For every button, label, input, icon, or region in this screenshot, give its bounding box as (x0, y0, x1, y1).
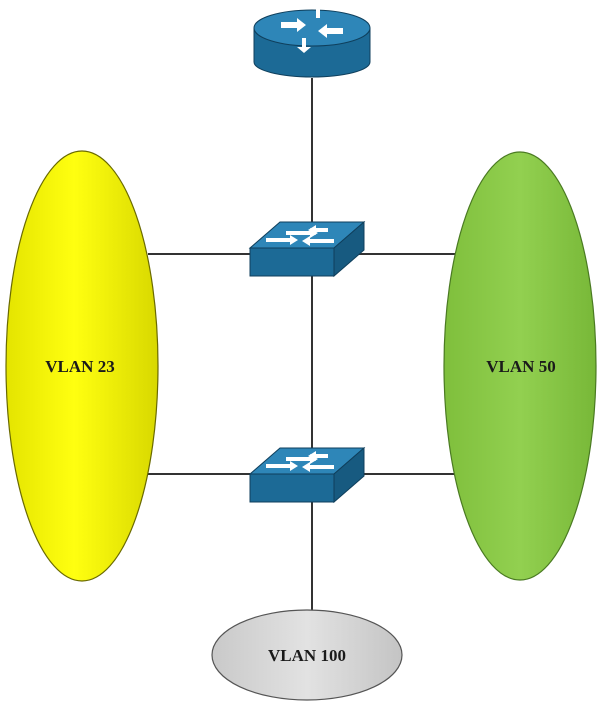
vlan-23-node: VLAN 23 (5, 150, 159, 582)
vlan-23-label: VLAN 23 (45, 357, 114, 376)
vlan-100-ellipse (211, 609, 403, 701)
router-icon (253, 3, 371, 78)
vlan-100-label: VLAN 100 (268, 646, 346, 665)
vlan-50-label: VLAN 50 (486, 357, 555, 376)
links (148, 78, 455, 610)
vlan-50-ellipse (443, 151, 597, 581)
vlan-50-node: VLAN 50 (443, 151, 597, 581)
switch-2-icon (248, 446, 366, 504)
switch-1-icon (248, 220, 366, 278)
vlan-100-node: VLAN 100 (211, 609, 403, 701)
vlan-23-ellipse (5, 150, 159, 582)
